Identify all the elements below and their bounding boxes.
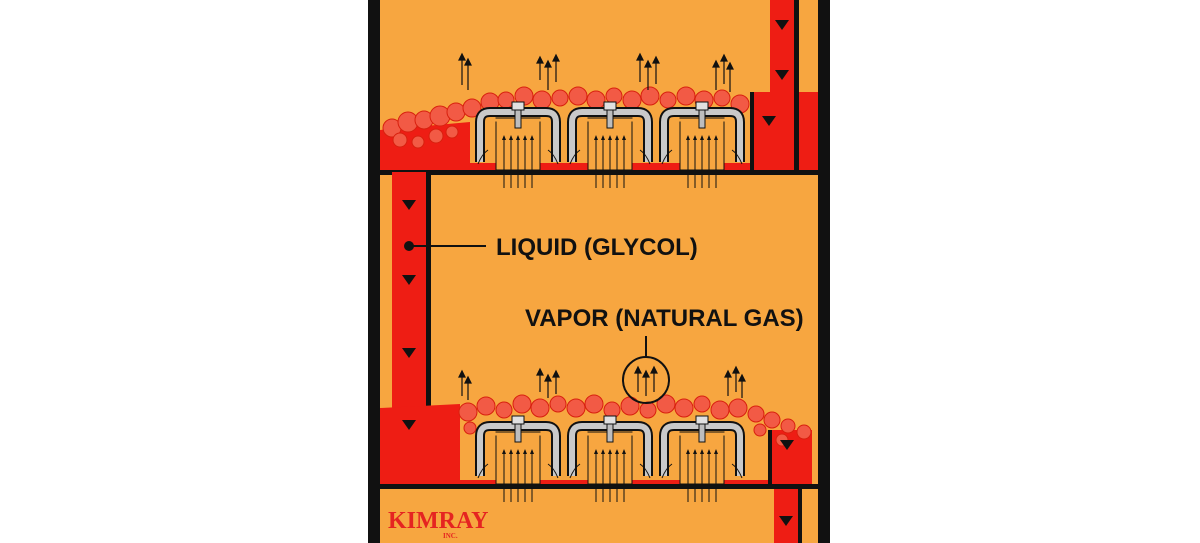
liquid-callout xyxy=(404,241,486,251)
upper-right-downcomer xyxy=(770,0,794,130)
upper-froth-bubbles xyxy=(382,86,750,149)
left-downcomer-baffle xyxy=(426,175,431,415)
up-arrow-icon xyxy=(458,52,746,400)
column-right-wall xyxy=(818,0,830,543)
lower-right-weir xyxy=(768,430,772,488)
upper-tray-floor xyxy=(380,170,830,175)
down-triangle-icon xyxy=(402,20,794,526)
upper-right-baffle xyxy=(794,0,799,172)
liquid-label: LIQUID (GLYCOL) xyxy=(496,234,698,261)
bubble-cap-icon xyxy=(567,415,653,502)
kimray-logo: KIMRAY xyxy=(388,508,488,534)
vapor-callout xyxy=(622,336,670,404)
lower-tray-floor xyxy=(380,484,830,489)
lower-froth-bubbles xyxy=(458,394,812,447)
upper-right-weir xyxy=(750,92,754,172)
bubble-cap-icon xyxy=(475,415,561,502)
vapor-label: VAPOR (NATURAL GAS) xyxy=(525,305,804,332)
column-left-wall xyxy=(368,0,380,543)
bubble-cap-icon xyxy=(475,101,561,188)
left-downcomer-liquid xyxy=(392,172,426,412)
bubble-cap-icon xyxy=(567,101,653,188)
bubble-cap-icon xyxy=(659,415,745,502)
lower-tray-liquid xyxy=(380,404,812,488)
lower-right-baffle xyxy=(798,489,802,543)
bubble-cap-icon xyxy=(659,101,745,188)
kimray-logo-sub: INC. xyxy=(443,532,458,540)
bubble-caps xyxy=(475,101,745,502)
